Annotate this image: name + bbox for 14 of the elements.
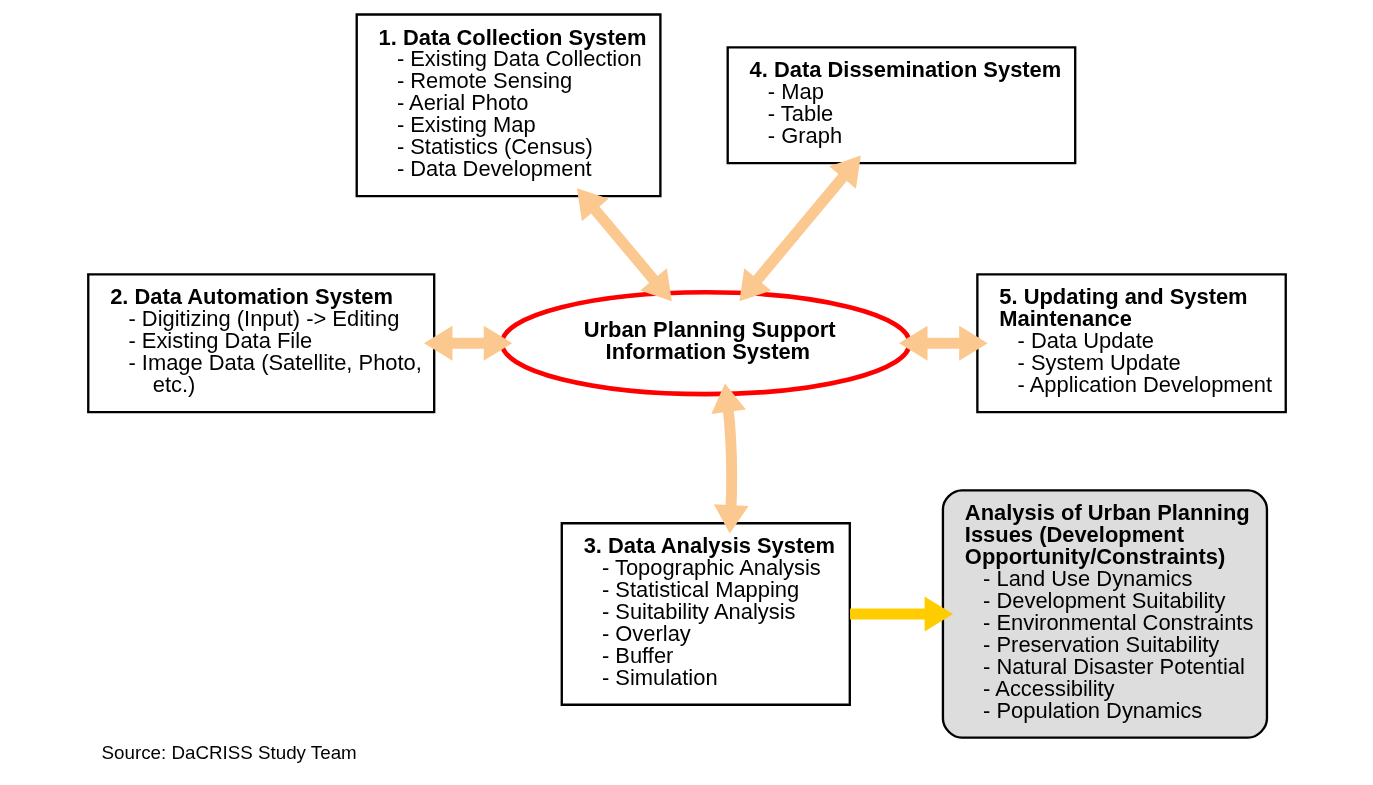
arrow (423, 325, 512, 361)
node-box: 5. Updating and System Maintenance - Data Update - System Update - Application Development (975, 273, 1287, 414)
node-box: 1. Data Collection System - Existing Data Collection - Remote Sensing - Aerial Photo - Existing Map - Statistics (Census) - Data Development (355, 13, 662, 198)
node-box: 4. Data Dissemination System - Map - Table - Graph (726, 46, 1076, 165)
arrow (898, 325, 988, 361)
node-box: 2. Data Automation System - Digitizing (Input) -> Editing - Existing Data File - Image Data (Satellite, Photo, etc.) (86, 273, 435, 414)
node-box: 3. Data Analysis System - Topographic Analysis - Statistical Mapping - Suitability Analysis - Overlay - Buffer - Simulation (560, 522, 851, 706)
arrow (738, 155, 861, 302)
node-ellipse: Urban Planning Support Information System (499, 289, 912, 397)
arrow (849, 596, 953, 632)
caption: Source: DaCRISS Study Team (101, 741, 357, 763)
node-box: Analysis of Urban Planning Issues (Development Opportunity/Constraints) - Land Use Dynamics - Development Suitability - Environmental Constraints - Preservation Suitability - Natural Disaster Potential - Accessibility - Population Dynamics (941, 489, 1268, 739)
arrow (710, 383, 749, 534)
arrow (576, 188, 672, 302)
